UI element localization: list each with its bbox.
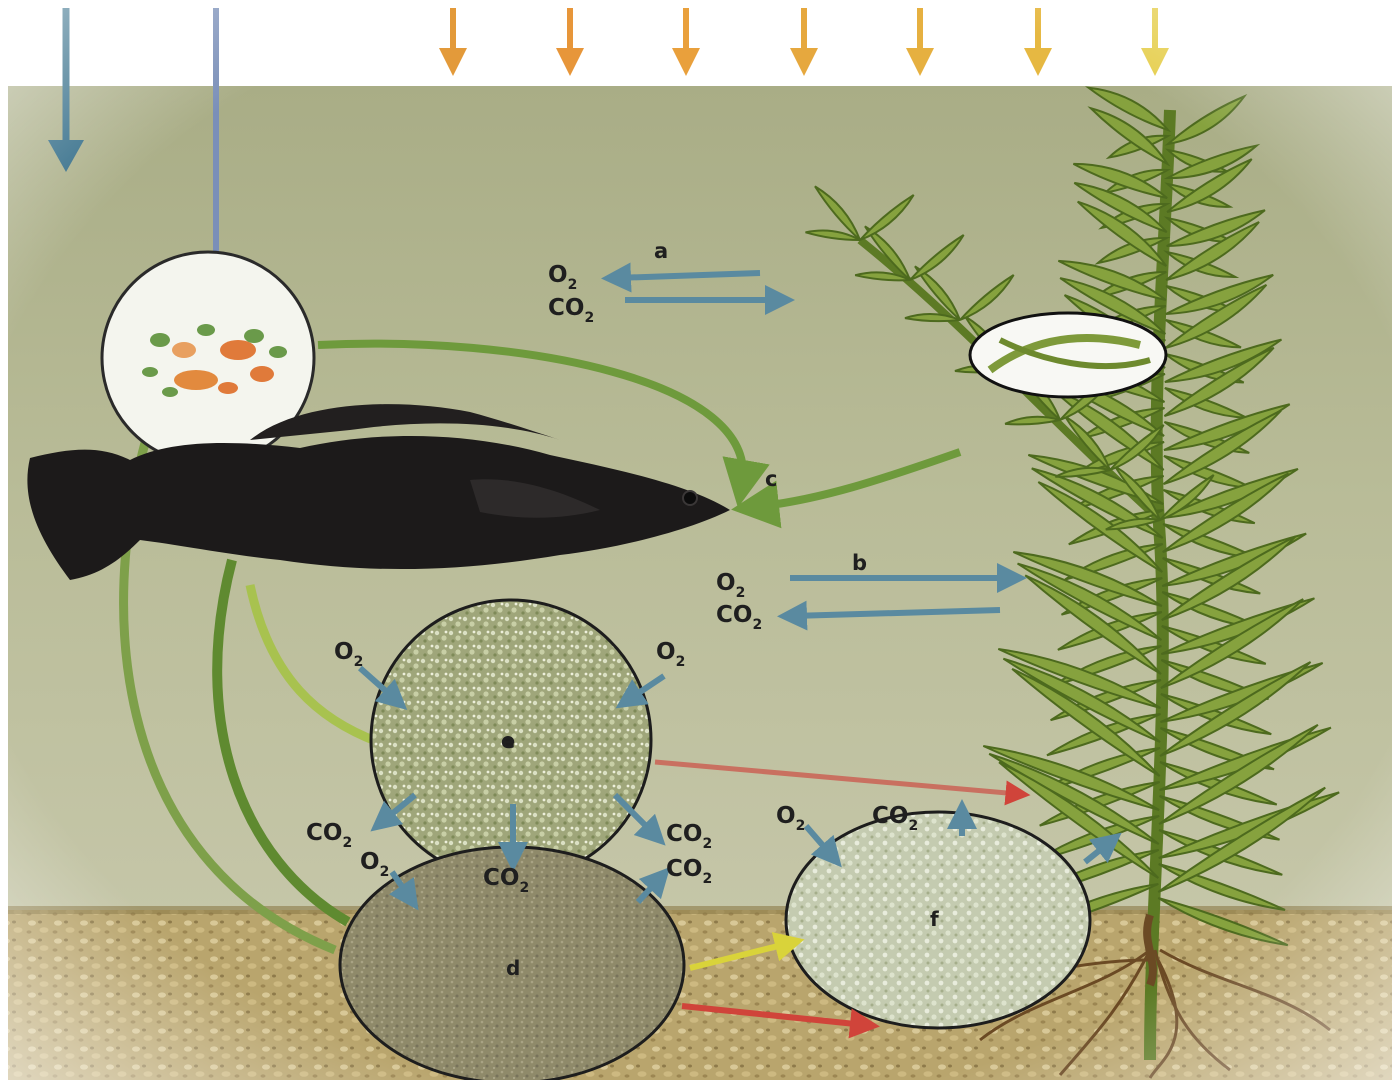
sunlight-arrow-head: [672, 48, 700, 76]
sunlight-arrow-head: [906, 48, 934, 76]
plankton-particle: [220, 340, 256, 360]
sunlight-arrow-head: [1141, 48, 1169, 76]
sunlight-arrow-head: [1024, 48, 1052, 76]
plankton-particle: [269, 346, 287, 358]
plankton-particle: [172, 342, 196, 358]
label-b: b: [852, 551, 867, 575]
sunlight-arrow-head: [556, 48, 584, 76]
circle-f: f: [786, 812, 1090, 1028]
sunlight-arrow-head: [439, 48, 467, 76]
plankton-particle: [174, 370, 218, 390]
sunlight-arrows: [439, 8, 1169, 76]
plankton-particle: [197, 324, 215, 336]
plankton-particle: [150, 333, 170, 347]
plankton-particle: [250, 366, 274, 382]
plankton-particle: [162, 387, 178, 397]
label-c: c: [765, 467, 777, 491]
plant-detail-circle: [970, 313, 1166, 397]
label-e: e: [501, 729, 515, 753]
label-a: a: [654, 239, 668, 263]
plankton-particle: [142, 367, 158, 377]
label-f: f: [930, 907, 939, 931]
label-d: d: [506, 956, 520, 980]
sediment-layer: [8, 910, 1392, 1080]
plankton-particle: [218, 382, 238, 394]
plankton-particle: [244, 329, 264, 343]
sunlight-arrow-head: [790, 48, 818, 76]
